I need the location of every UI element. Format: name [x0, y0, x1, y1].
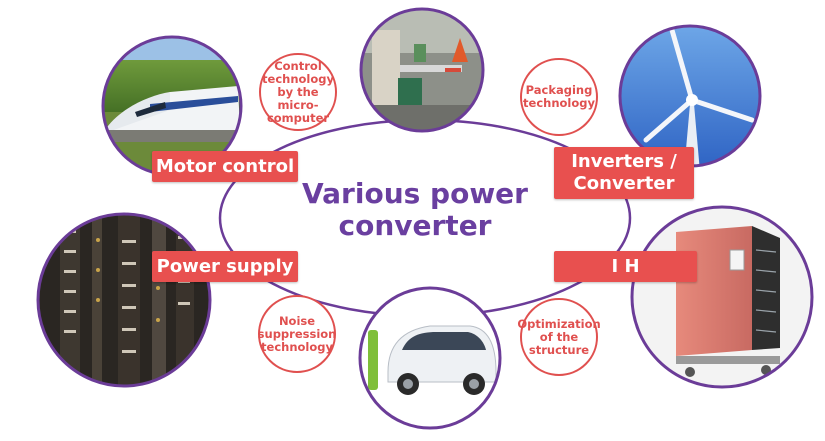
electric-car-photo [358, 286, 502, 430]
label-inverters-converter: Inverters / Converter [554, 147, 694, 199]
tech-control-microcomputer: Control technology by the micro- compute… [259, 53, 337, 131]
server-rack-photo [36, 212, 212, 388]
power-cabinet-photo [630, 205, 814, 389]
label-ih: I H [554, 251, 697, 282]
title-line-2: converter [338, 209, 492, 242]
label-motor-control: Motor control [152, 151, 298, 182]
label-power-supply: Power supply [152, 251, 298, 282]
tech-packaging: Packaging technology [520, 58, 598, 136]
parking-gate-photo [359, 7, 485, 133]
diagram-title: Various power converter [285, 178, 545, 242]
title-line-1: Various power [302, 177, 528, 210]
tech-noise-suppression: Noise suppression technology [258, 295, 336, 373]
tech-structure-optimization: Optimization of the structure [517, 298, 601, 376]
